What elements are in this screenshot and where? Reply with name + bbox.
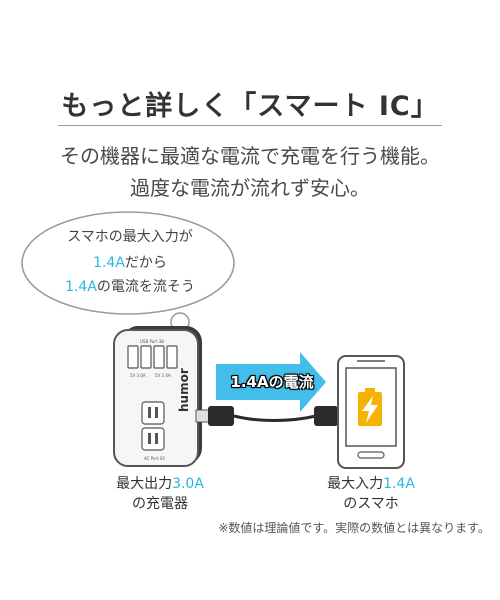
- usb-port-2: [140, 345, 152, 369]
- current-flow-arrow: [216, 352, 326, 412]
- charger-caption-line2: の充電器: [132, 496, 188, 512]
- port-spec-label-a: 5V 3.0A: [130, 373, 146, 378]
- usb-port-4: [166, 345, 178, 369]
- charger-device: USB Port 3B 5V 3.0A 5V 2.4A AC Port 02 h…: [113, 326, 202, 467]
- phone-caption-line2: のスマホ: [343, 496, 399, 512]
- bubble-line2-rest: だから: [124, 255, 167, 271]
- usb-cable: [195, 406, 338, 426]
- page-title: もっと詳しく「スマート IC」: [61, 91, 439, 122]
- bubble-line3: 1.4Aの電流を流そう: [40, 276, 220, 298]
- bubble-line1: スマホの最大入力が: [67, 229, 193, 245]
- bubble-value-1: 1.4A: [93, 255, 125, 271]
- usb-port-label: USB Port 3B: [140, 339, 164, 344]
- usb-port-3: [153, 345, 165, 369]
- ac-outlet-1: [141, 401, 165, 425]
- usb-port-1: [127, 345, 139, 369]
- footnote: ※数値は理論値です。実際の数値とは異なります。: [218, 521, 490, 535]
- phone-caption-value: 1.4A: [383, 476, 415, 492]
- charger-caption: 最大出力3.0A の充電器: [100, 474, 220, 514]
- bubble-line2: 1.4Aだから: [40, 252, 220, 274]
- arrow-label: 1.4Aの電流: [230, 373, 314, 391]
- port-spec-label-b: 5V 2.4A: [155, 373, 171, 378]
- charger-brand-logo: humor: [177, 368, 191, 412]
- charger-caption-prefix: 最大出力: [116, 476, 173, 492]
- bubble-line3-rest: の電流を流そう: [96, 279, 195, 295]
- ac-outlet-2: [141, 427, 165, 451]
- phone-caption-prefix: 最大入力: [327, 476, 384, 492]
- thought-bubble: [21, 211, 235, 315]
- smartphone: [337, 355, 405, 469]
- charger-caption-value: 3.0A: [172, 476, 204, 492]
- lead-text-line2: 過度な電流が流れず安心。: [130, 176, 370, 200]
- ac-port-label: AC Port 02: [144, 456, 165, 461]
- lightning-icon: [362, 396, 378, 423]
- bubble-value-2: 1.4A: [65, 279, 97, 295]
- phone-caption: 最大入力1.4A のスマホ: [310, 474, 432, 514]
- lead-text-line1: その機器に最適な電流で充電を行う機能。: [60, 144, 440, 168]
- title-divider: [58, 125, 442, 126]
